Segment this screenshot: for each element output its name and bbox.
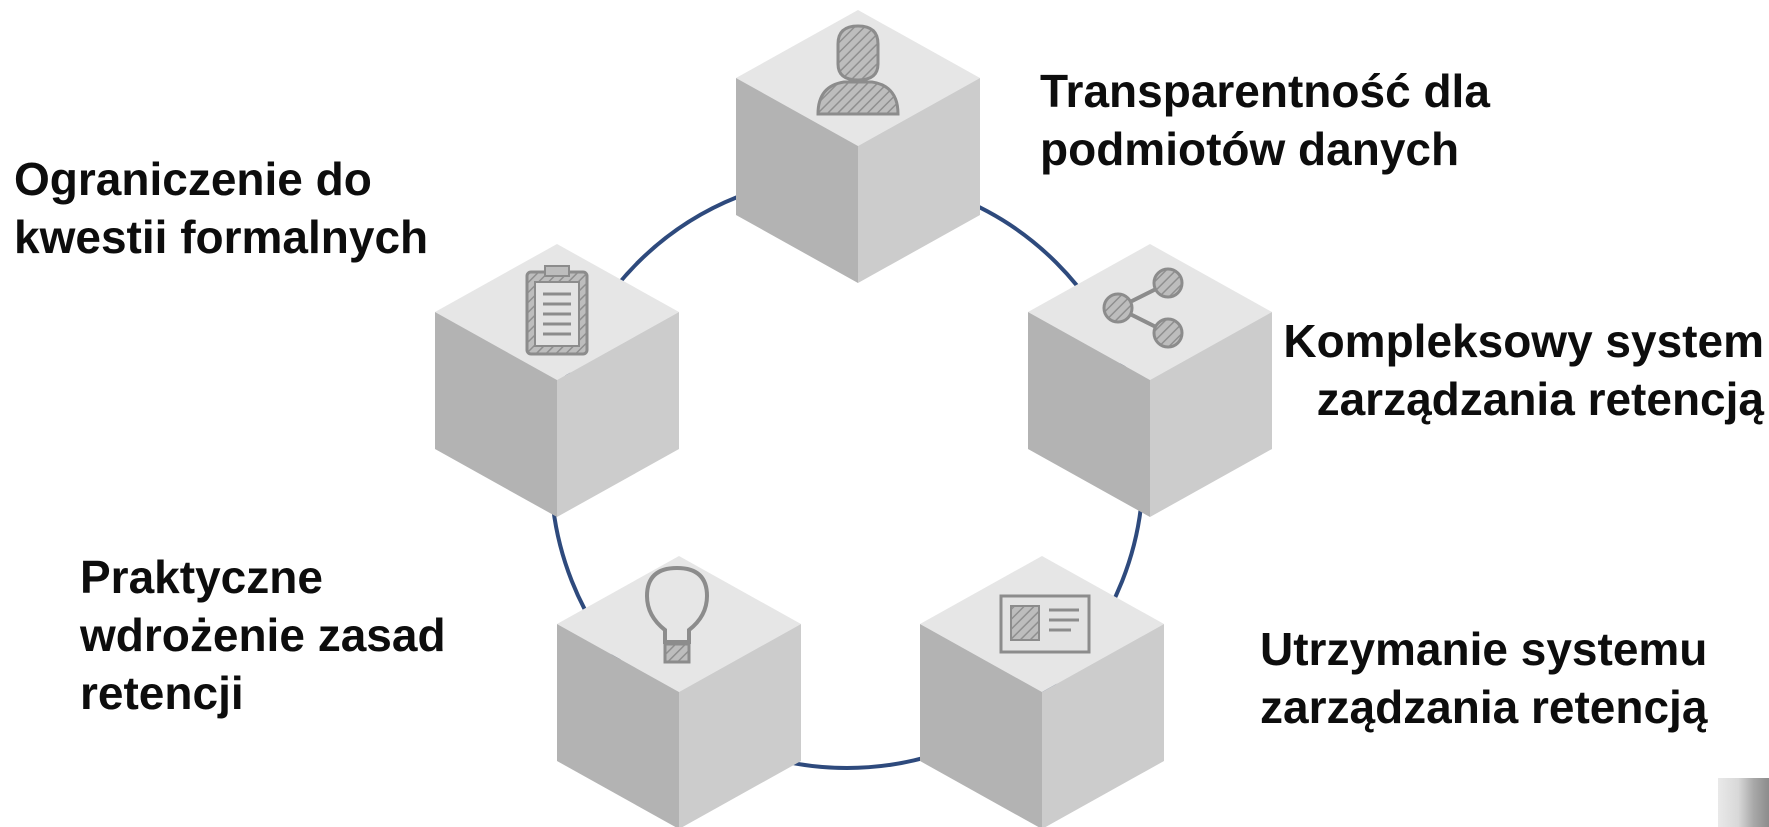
- label-line: Ograniczenie do: [14, 153, 372, 205]
- cube-system-maintenance: [920, 556, 1164, 827]
- label-comprehensive-system: Kompleksowy system zarządzania retencją: [1283, 312, 1764, 428]
- label-line: zarządzania retencją: [1316, 373, 1764, 425]
- cube-right-face: [1042, 624, 1164, 827]
- label-line: wdrożenie zasad: [80, 609, 446, 661]
- cube-formal-restriction: [435, 244, 679, 517]
- presenter-thumbnail: [1718, 778, 1769, 827]
- cube-right-face: [679, 624, 801, 827]
- cube-left-face: [920, 624, 1042, 827]
- cube-left-face: [557, 624, 679, 827]
- label-line: Utrzymanie systemu: [1260, 623, 1708, 675]
- share-network-icon: [1102, 267, 1184, 349]
- cube-transparency: [736, 10, 980, 283]
- id-card-icon: [999, 594, 1091, 654]
- label-formal-restriction: Ograniczenie do kwestii formalnych: [14, 150, 428, 266]
- cube-left-face: [435, 312, 557, 517]
- label-line: Transparentność dla: [1040, 65, 1490, 117]
- label-system-maintenance: Utrzymanie systemu zarządzania retencją: [1260, 620, 1707, 736]
- label-line: Kompleksowy system: [1283, 315, 1764, 367]
- cube-left-face: [1028, 312, 1150, 517]
- cube-right-face: [557, 312, 679, 517]
- person-icon: [816, 24, 900, 116]
- label-practical-implementation: Praktyczne wdrożenie zasad retencji: [80, 548, 446, 722]
- label-line: kwestii formalnych: [14, 211, 429, 263]
- cube-comprehensive-system: [1028, 244, 1272, 517]
- label-line: podmiotów danych: [1040, 123, 1460, 175]
- label-transparency: Transparentność dla podmiotów danych: [1040, 62, 1490, 178]
- lightbulb-icon: [644, 565, 710, 664]
- clipboard-icon: [525, 265, 589, 356]
- label-line: retencji: [80, 667, 244, 719]
- cube-right-face: [858, 78, 980, 283]
- cube-left-face: [736, 78, 858, 283]
- cube-right-face: [1150, 312, 1272, 517]
- label-line: zarządzania retencją: [1260, 681, 1708, 733]
- cube-practical-implementation: [557, 556, 801, 827]
- label-line: Praktyczne: [80, 551, 323, 603]
